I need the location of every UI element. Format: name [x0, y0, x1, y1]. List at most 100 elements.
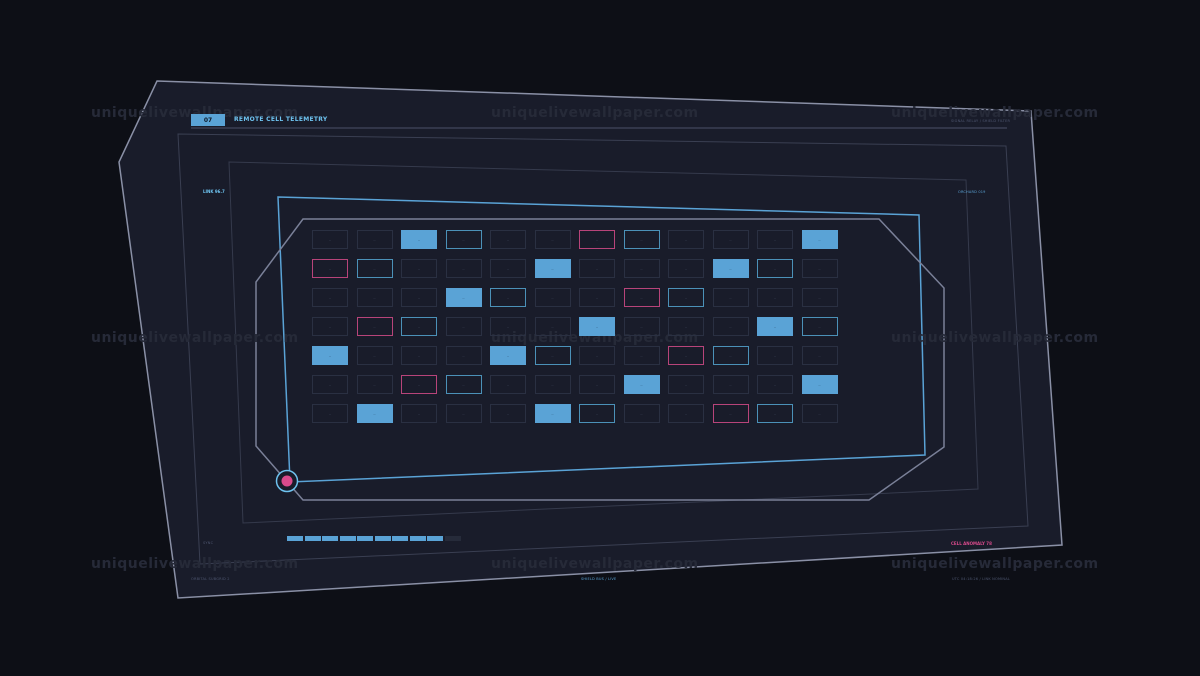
telemetry-cell[interactable]: -- — [356, 404, 393, 423]
telemetry-cell[interactable]: -- — [668, 404, 704, 423]
telemetry-cell[interactable]: -- — [579, 230, 615, 249]
telemetry-cell[interactable]: -- — [356, 230, 393, 249]
telemetry-cell[interactable]: -- — [801, 230, 838, 249]
telemetry-cell[interactable]: -- — [579, 317, 615, 336]
telemetry-cell[interactable]: -- — [312, 404, 348, 423]
telemetry-cell[interactable]: -- — [712, 375, 749, 394]
telemetry-cell[interactable]: -- — [712, 230, 749, 249]
telemetry-cell[interactable]: -- — [801, 404, 838, 423]
telemetry-cell[interactable]: -- — [312, 346, 348, 365]
telemetry-cell[interactable]: -- — [534, 404, 571, 423]
telemetry-cell[interactable]: -- — [356, 317, 393, 336]
telemetry-cell-label: -- — [373, 266, 376, 271]
telemetry-cell[interactable]: -- — [801, 288, 838, 307]
telemetry-cell-label: -- — [373, 237, 376, 242]
telemetry-cell-label: -- — [595, 295, 599, 300]
telemetry-cell[interactable]: -- — [668, 346, 704, 365]
telemetry-cell[interactable]: -- — [445, 317, 482, 336]
telemetry-cell[interactable]: -- — [757, 259, 793, 278]
telemetry-cell[interactable]: -- — [312, 288, 348, 307]
telemetry-cell[interactable]: -- — [356, 259, 393, 278]
telemetry-cell[interactable]: -- — [712, 259, 749, 278]
telemetry-cell[interactable]: -- — [445, 288, 482, 307]
telemetry-cell[interactable]: -- — [623, 375, 660, 394]
outer-panel — [118, 80, 1063, 599]
telemetry-cell[interactable]: -- — [534, 375, 571, 394]
telemetry-cell[interactable]: -- — [445, 375, 482, 394]
telemetry-cell[interactable]: -- — [490, 375, 526, 394]
telemetry-cell[interactable]: -- — [801, 346, 838, 365]
telemetry-cell[interactable]: -- — [757, 230, 793, 249]
telemetry-cell[interactable]: -- — [445, 259, 482, 278]
telemetry-cell[interactable]: -- — [356, 346, 393, 365]
telemetry-cell[interactable]: -- — [312, 375, 348, 394]
telemetry-cell[interactable]: -- — [623, 230, 660, 249]
telemetry-cell-label: -- — [551, 382, 554, 387]
telemetry-cell[interactable]: -- — [579, 346, 615, 365]
telemetry-cell[interactable]: -- — [757, 404, 793, 423]
telemetry-cell[interactable]: -- — [623, 346, 660, 365]
telemetry-cell[interactable]: -- — [579, 259, 615, 278]
telemetry-cell[interactable]: -- — [668, 259, 704, 278]
telemetry-cell[interactable]: -- — [757, 288, 793, 307]
telemetry-cell[interactable]: -- — [312, 259, 348, 278]
telemetry-cell-label: -- — [506, 411, 510, 416]
telemetry-cell[interactable]: -- — [757, 375, 793, 394]
telemetry-cell[interactable]: -- — [534, 288, 571, 307]
telemetry-cell[interactable]: -- — [534, 259, 571, 278]
telemetry-cell[interactable]: -- — [490, 288, 526, 307]
telemetry-cell[interactable]: -- — [668, 230, 704, 249]
telemetry-cell[interactable]: -- — [801, 375, 838, 394]
telemetry-cell[interactable]: -- — [668, 288, 704, 307]
telemetry-cell[interactable]: -- — [445, 346, 482, 365]
telemetry-cell-label: -- — [640, 295, 643, 300]
telemetry-cell[interactable]: -- — [401, 259, 437, 278]
telemetry-cell[interactable]: -- — [312, 317, 348, 336]
telemetry-cell[interactable]: -- — [623, 317, 660, 336]
telemetry-cell[interactable]: -- — [668, 317, 704, 336]
telemetry-cell[interactable]: -- — [534, 317, 571, 336]
progress-segment — [339, 536, 356, 541]
telemetry-cell-label: -- — [773, 295, 777, 300]
telemetry-cell[interactable]: -- — [757, 346, 793, 365]
telemetry-cell[interactable]: -- — [401, 230, 437, 249]
telemetry-cell[interactable]: -- — [801, 317, 838, 336]
telemetry-cell-label: -- — [773, 382, 777, 387]
watermark-9: uniquelivewallpaper.com — [891, 556, 1099, 572]
telemetry-cell[interactable]: -- — [490, 317, 526, 336]
telemetry-cell[interactable]: -- — [757, 317, 793, 336]
telemetry-cell[interactable]: -- — [445, 230, 482, 249]
telemetry-cell[interactable]: -- — [668, 375, 704, 394]
telemetry-cell[interactable]: -- — [401, 288, 437, 307]
telemetry-cell[interactable]: -- — [801, 259, 838, 278]
telemetry-cell[interactable]: -- — [356, 375, 393, 394]
telemetry-cell[interactable]: -- — [490, 230, 526, 249]
telemetry-cell[interactable]: -- — [401, 317, 437, 336]
telemetry-cell[interactable]: -- — [445, 404, 482, 423]
telemetry-cell[interactable]: -- — [534, 346, 571, 365]
telemetry-cell-label: -- — [551, 353, 554, 358]
telemetry-cell[interactable]: -- — [490, 259, 526, 278]
progress-segment — [322, 536, 338, 541]
telemetry-cell-label: -- — [462, 353, 465, 358]
telemetry-cell[interactable]: -- — [490, 404, 526, 423]
telemetry-cell-label: -- — [773, 237, 777, 242]
orchard-label: ORCHARD 019 — [958, 190, 986, 194]
telemetry-cell[interactable]: -- — [712, 404, 749, 423]
telemetry-cell[interactable]: -- — [579, 404, 615, 423]
telemetry-cell[interactable]: -- — [623, 404, 660, 423]
telemetry-cell[interactable]: -- — [534, 230, 571, 249]
telemetry-cell[interactable]: -- — [490, 346, 526, 365]
telemetry-cell[interactable]: -- — [712, 317, 749, 336]
telemetry-cell[interactable]: -- — [712, 346, 749, 365]
telemetry-cell[interactable]: -- — [401, 375, 437, 394]
telemetry-cell[interactable]: -- — [579, 375, 615, 394]
telemetry-cell[interactable]: -- — [623, 259, 660, 278]
telemetry-cell[interactable]: -- — [623, 288, 660, 307]
telemetry-cell[interactable]: -- — [712, 288, 749, 307]
telemetry-cell[interactable]: -- — [401, 346, 437, 365]
telemetry-cell[interactable]: -- — [401, 404, 437, 423]
telemetry-cell[interactable]: -- — [579, 288, 615, 307]
telemetry-cell[interactable]: -- — [356, 288, 393, 307]
telemetry-cell[interactable]: -- — [312, 230, 348, 249]
